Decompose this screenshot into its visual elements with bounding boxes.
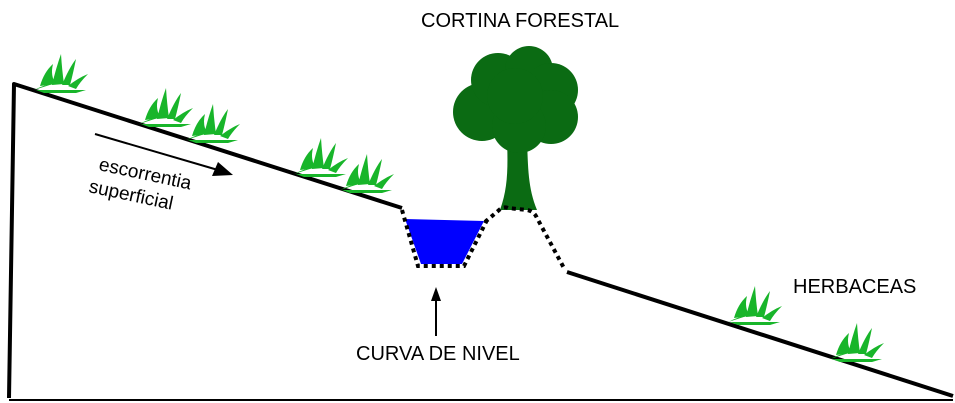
grass-tuft-icon (830, 323, 884, 362)
lower-slope-outline (566, 270, 954, 398)
grass-tuft-icon (139, 88, 193, 127)
grass-tuft-icon (34, 54, 88, 93)
tree-icon (453, 46, 578, 210)
ground-profile (7, 82, 954, 401)
herbaceas-label: HERBACEAS (793, 276, 916, 298)
berm-outline (483, 205, 567, 271)
water-channel (405, 219, 484, 264)
grass-tuft-icon (340, 154, 394, 193)
cortina-forestal-label: CORTINA FORESTAL (421, 10, 619, 32)
tree-trunk (500, 138, 537, 210)
arrow-right-icon (94, 133, 233, 176)
grass-tuft-icon (728, 286, 782, 325)
tree-crown (453, 46, 578, 153)
trench-outline (400, 209, 490, 268)
arrow-up-icon (431, 287, 441, 336)
slope-outline (7, 82, 403, 399)
curva-de-nivel-label: CURVA DE NIVEL (356, 343, 520, 365)
grass-tuft-icon (294, 138, 348, 177)
grass-tuft-icon (186, 104, 240, 143)
